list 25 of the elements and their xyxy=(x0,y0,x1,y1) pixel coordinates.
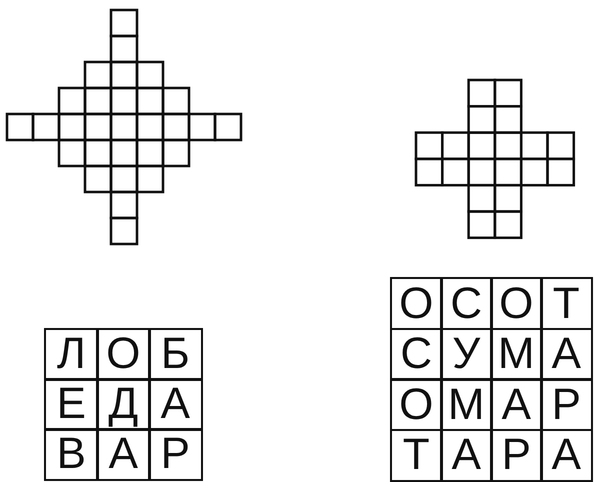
letter-cell: А xyxy=(96,428,150,480)
letter-cell: А xyxy=(148,378,202,430)
letter-cell: О xyxy=(490,277,542,330)
letter-cell: С xyxy=(390,328,442,380)
letter-cell: Л xyxy=(44,328,98,380)
letter-cell: А xyxy=(440,428,492,482)
letter-cell: Т xyxy=(540,277,592,330)
letter-cell: Б xyxy=(148,328,202,380)
letter-cell: Т xyxy=(390,428,442,482)
letter-cell: С xyxy=(440,277,492,330)
letter-cell: А xyxy=(490,378,542,431)
letter-cell: Р xyxy=(540,378,592,431)
letter-cell: О xyxy=(390,277,442,330)
letter-cell: О xyxy=(390,378,442,431)
letter-cell: Р xyxy=(148,428,202,480)
letter-cell: Е xyxy=(44,378,98,430)
letter-cell: М xyxy=(490,328,542,380)
letter-cell: А xyxy=(540,328,592,380)
letter-cell: М xyxy=(440,378,492,431)
letter-cell: А xyxy=(540,428,592,482)
letter-cell: Д xyxy=(96,378,150,430)
letter-cell: У xyxy=(440,328,492,380)
letter-cell: В xyxy=(44,428,98,480)
letter-cell: О xyxy=(96,328,150,380)
letter-cell: Р xyxy=(490,428,542,482)
